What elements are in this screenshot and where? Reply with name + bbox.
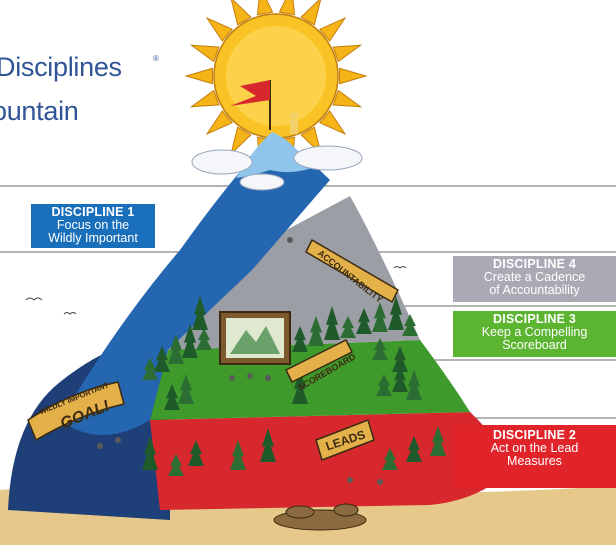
- discipline-3-line-2: Scoreboard: [502, 338, 567, 352]
- sun-ray: [205, 110, 234, 136]
- sun-ray: [230, 126, 252, 156]
- discipline-2-heading: DISCIPLINE 2: [493, 428, 576, 442]
- pine-tree-icon: [292, 326, 308, 352]
- birds-icon: [25, 266, 407, 315]
- pine-tree-icon: [188, 440, 204, 466]
- discipline-3-box: DISCIPLINE 3 Keep a Compelling Scoreboar…: [453, 311, 616, 357]
- pine-tree-icon: [388, 296, 404, 330]
- pine-tree-icon: [182, 324, 198, 358]
- pine-tree-icon: [308, 316, 324, 346]
- leads-sign: [315, 419, 375, 461]
- discipline-3-line-1: Keep a Compelling: [481, 325, 588, 339]
- scoreboard-sign: [284, 338, 354, 384]
- summit-ice: [236, 132, 312, 178]
- pine-tree-icon: [382, 448, 398, 470]
- discipline-1-line-1: Focus on the: [56, 218, 130, 232]
- pine-tree-icon: [178, 374, 194, 404]
- discipline-1-box: DISCIPLINE 1 Focus on the Wildly Importa…: [31, 204, 155, 248]
- pine-tree-icon: [402, 314, 418, 336]
- sun-ray: [278, 0, 296, 16]
- sun-ray: [332, 44, 363, 63]
- cloud-icon: [191, 145, 363, 191]
- pine-tree-icon: [142, 436, 158, 470]
- discipline-4-line-1: Create a Cadence: [483, 270, 586, 284]
- title-line-2: ountain: [0, 96, 79, 126]
- climbers-icon: [97, 112, 383, 485]
- discipline-1-line-2: Wildly Important: [48, 231, 138, 245]
- sun-ray: [189, 89, 220, 108]
- discipline-4-heading: DISCIPLINE 4: [493, 257, 576, 271]
- discipline-4-line-2: of Accountability: [489, 283, 580, 297]
- discipline-2-line-1: Act on the Lead: [490, 441, 579, 455]
- pine-tree-icon: [164, 384, 180, 410]
- pine-tree-icon: [372, 338, 388, 360]
- pine-tree-icon: [392, 366, 408, 392]
- sun-ray: [339, 67, 368, 85]
- sun-ray: [230, 0, 252, 26]
- pine-tree-icon: [260, 428, 276, 462]
- pine-tree-icon: [154, 346, 170, 372]
- pine-tree-icon: [406, 436, 422, 462]
- pine-tree-icon: [392, 346, 408, 372]
- pine-tree-icon: [430, 426, 446, 456]
- discipline-4-box: DISCIPLINE 4 Create a Cadence of Account…: [453, 256, 616, 302]
- pine-tree-icon: [142, 358, 158, 380]
- summit-flag-icon: [230, 80, 271, 130]
- discipline-3-heading: DISCIPLINE 3: [493, 312, 576, 326]
- pine-tree-icon: [356, 308, 372, 334]
- pine-tree-icon: [168, 454, 184, 476]
- pine-tree-icon: [230, 440, 246, 470]
- pine-tree-icon: [192, 296, 208, 330]
- pine-trees: [142, 296, 446, 476]
- sun-ray: [332, 89, 363, 108]
- blue-face: [60, 135, 330, 435]
- discipline-2-line-2: Measures: [507, 454, 562, 468]
- pine-tree-icon: [196, 328, 212, 350]
- pine-tree-icon: [168, 334, 184, 364]
- pine-tree-icon: [406, 370, 422, 400]
- pine-tree-icon: [340, 316, 356, 338]
- goal-sign: [27, 381, 125, 442]
- discipline-1-heading: DISCIPLINE 1: [51, 205, 135, 219]
- registered-mark: ®: [153, 54, 159, 63]
- title-line-1-text: Disciplines: [0, 52, 122, 82]
- sun-ray: [318, 16, 347, 42]
- sun-ray: [318, 110, 347, 136]
- sun-ray: [184, 67, 213, 85]
- title-line-1: Disciplines: [0, 52, 122, 83]
- pine-tree-icon: [292, 370, 308, 404]
- sun-ray: [300, 0, 322, 26]
- discipline-2-box: DISCIPLINE 2 Act on the Lead Measures: [453, 425, 616, 488]
- sun-ray: [205, 16, 234, 42]
- red-band: [150, 412, 510, 510]
- gear-pile: [273, 503, 367, 531]
- pine-tree-icon: [324, 306, 340, 340]
- pine-tree-icon: [372, 302, 388, 332]
- scoreboard-frame: [219, 311, 291, 365]
- accountability-sign: [305, 238, 399, 304]
- sun-ray: [256, 0, 274, 16]
- sun-ray: [189, 44, 220, 63]
- pine-tree-icon: [376, 374, 392, 396]
